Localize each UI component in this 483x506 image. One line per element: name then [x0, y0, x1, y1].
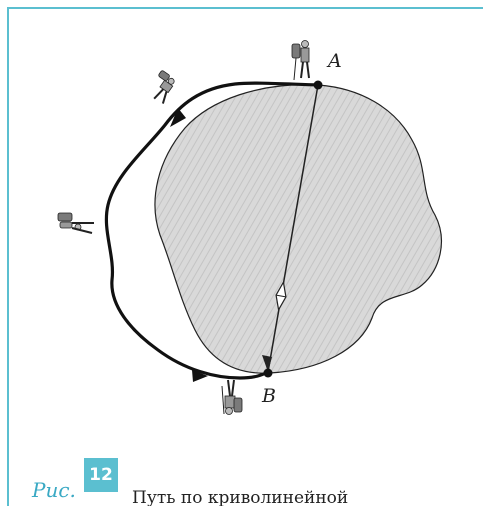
hiker-icon	[58, 213, 94, 233]
point-a-dot	[314, 81, 323, 90]
hiker-icon	[292, 41, 309, 81]
point-b-dot	[264, 369, 273, 378]
hiker-icon	[222, 380, 242, 415]
gray-region	[155, 85, 441, 374]
caption-text: Путь по криволинейной	[132, 488, 348, 506]
point-a-label: A	[326, 50, 342, 72]
point-b-label: B	[261, 385, 276, 407]
hiker-icon	[146, 70, 178, 104]
caption-number-badge: 12	[84, 458, 118, 492]
caption-prefix: Рис.	[32, 478, 76, 502]
figure-caption: Рис. 12 Путь по криволинейной	[32, 458, 483, 506]
